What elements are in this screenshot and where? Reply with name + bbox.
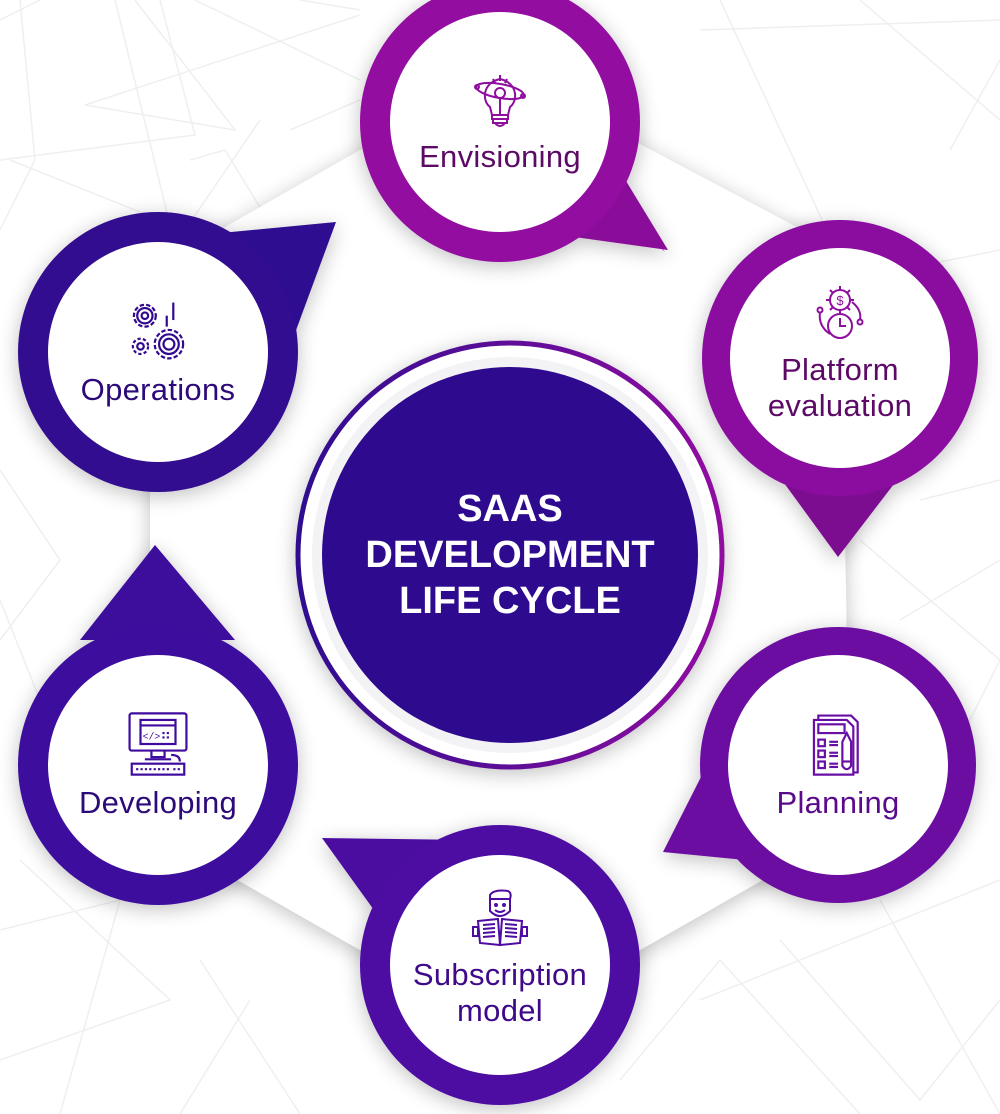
stage-label-line-2: evaluation [767,388,913,423]
stage-label: Envisioning [419,139,581,174]
title-line-3: LIFE CYCLE [399,580,621,622]
stage-label: Developing [78,785,238,820]
center-fill [322,367,698,743]
gear-dollar-clock-icon: $ [816,286,864,339]
title-line-2: DEVELOPMENT [365,534,655,576]
center-title: SAAS DEVELOPMENT LIFE CYCLE [320,370,700,740]
stage-planning: Planning [728,655,948,875]
lightbulb-icon [474,75,526,127]
stage-envisioning: Envisioning [390,12,610,232]
stage-label-line-1: Platform [781,352,899,387]
stage-label: Planning [776,785,900,820]
stage-label-line-1: Subscription [412,957,588,992]
checklist-pencil-icon [812,714,859,776]
stage-label-line-2: model [457,993,543,1028]
stage-label: Operations [80,372,236,407]
stage-subscription-model: Subscription model [390,855,610,1075]
person-reading-newspaper-icon [472,889,528,947]
gears-icon [131,302,185,360]
stage-platform-evaluation: $ Platform evaluation [730,248,950,468]
svg-text:</>: </> [143,732,161,743]
stage-operations: Operations [48,242,268,462]
stage-developing: </> Developing [48,655,268,875]
svg-text:$: $ [836,293,844,308]
title-line-1: SAAS [457,488,563,530]
computer-code-icon: </> [128,712,188,776]
